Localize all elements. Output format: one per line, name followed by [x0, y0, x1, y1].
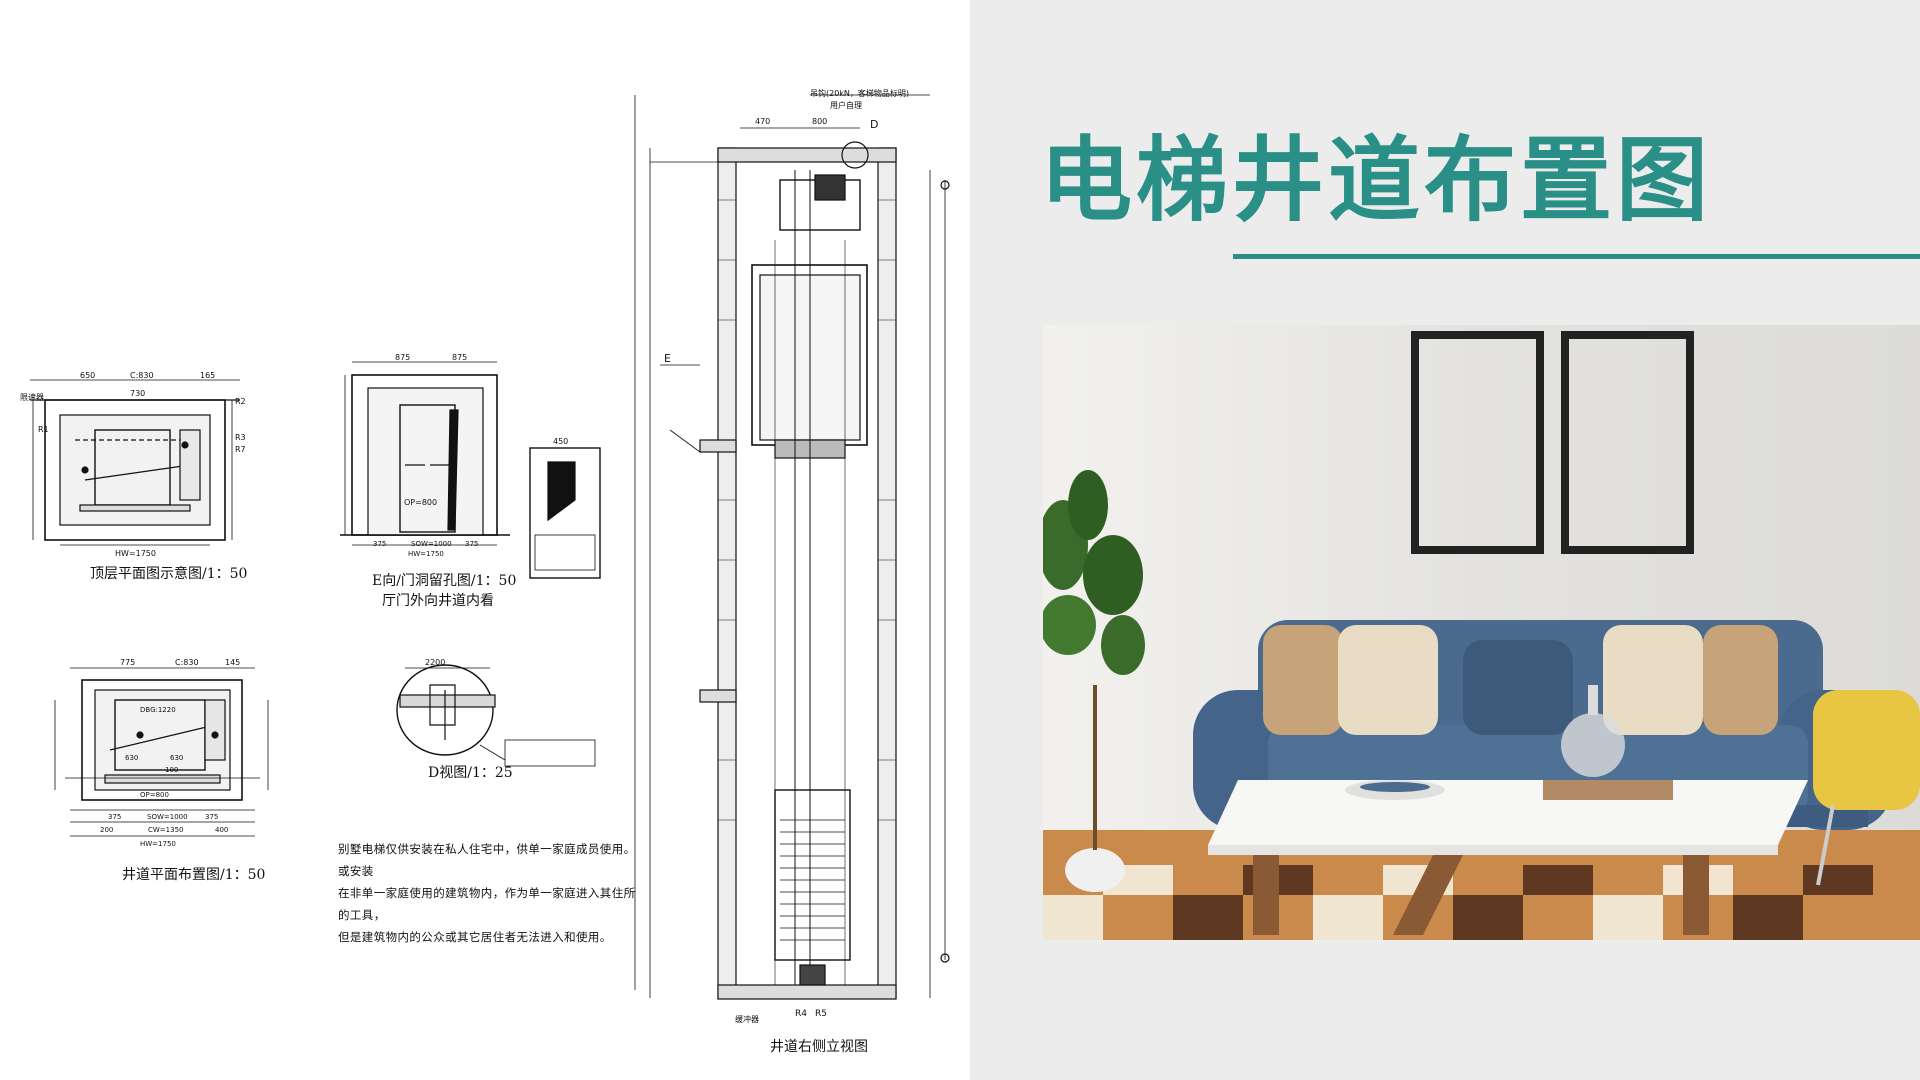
elevation-dim-470: 470 [755, 117, 770, 126]
shaft-dim-775: 775 [120, 658, 135, 667]
elevation-label-r4: R4 [795, 1009, 807, 1019]
shaft-elevation-diagram [634, 94, 950, 1000]
shaft-dim-375a: 375 [108, 813, 121, 821]
shaft-plan-caption: 井道平面布置图/1：50 [122, 867, 266, 883]
shaft-dim-c: C:830 [175, 658, 199, 667]
title-underline [1233, 254, 1920, 259]
door-opening-diagram [340, 361, 601, 579]
top-plan-label-r7: R7 [235, 445, 246, 454]
door-dim-op: OP=800 [404, 498, 437, 507]
living-room-photo [1043, 325, 1920, 940]
detail-d-diagram [396, 664, 596, 767]
elevation-label-r5: R5 [815, 1009, 827, 1019]
usage-note-line-1: 别墅电梯仅供安装在私人住宅中，供单一家庭成员使用。或安装 [338, 842, 636, 878]
shaft-dim-630b: 630 [170, 754, 183, 762]
shaft-dim-400: 400 [215, 826, 228, 834]
shaft-dim-200: 200 [100, 826, 113, 834]
top-plan-dim-1: 650 [80, 371, 95, 380]
shaft-dim-dbg: DBG:1220 [140, 706, 176, 714]
detail-d-caption: D视图/1：25 [428, 765, 513, 781]
usage-note-line-3: 但是建筑物内的公众或其它居住者无法进入和使用。 [338, 930, 612, 944]
shaft-dim-145: 145 [225, 658, 240, 667]
elevation-hook-note: 吊钩(20kN，客梯物品标明) [810, 88, 909, 98]
shaft-plan-diagram [54, 667, 269, 837]
door-dim-450: 450 [553, 437, 568, 446]
usage-note: 别墅电梯仅供安装在私人住宅中，供单一家庭成员使用。或安装 在非单一家庭使用的建筑… [338, 838, 638, 948]
elevation-label-buffer: 缓冲器 [735, 1014, 759, 1024]
top-plan-label-governor: 限速器 [20, 393, 44, 402]
top-plan-dim-2: C:830 [130, 371, 154, 380]
shaft-dim-100: 100 [165, 766, 178, 774]
elevation-caption: 井道右侧立视图 [770, 1039, 868, 1055]
detail-d-dim: 2200 [425, 658, 445, 667]
shaft-dim-630a: 630 [125, 754, 138, 762]
elevation-hook-note-2: 用户自理 [830, 100, 862, 110]
door-dim-375b: 375 [465, 540, 478, 548]
elevation-label-d: D [870, 118, 878, 131]
shaft-dim-sow: SOW=1000 [147, 813, 188, 821]
top-plan-label-r2: R2 [235, 397, 246, 406]
top-plan-label-r1: R1 [38, 425, 49, 434]
elevation-label-e: E [664, 352, 671, 365]
top-plan-caption: 顶层平面图示意图/1：50 [90, 566, 248, 582]
top-plan-dim-5: HW=1750 [115, 549, 156, 558]
top-plan-label-r3: R3 [235, 433, 246, 442]
door-dim-sow: SOW=1000 [411, 540, 452, 548]
door-opening-subcaption: 厅门外向井道内看 [382, 593, 494, 609]
top-plan-dim-4: 730 [130, 389, 145, 398]
usage-note-line-2: 在非单一家庭使用的建筑物内，作为单一家庭进入其住所的工具， [338, 886, 636, 922]
potted-plant [1043, 470, 1145, 892]
technical-drawing: 650 C:830 165 730 HW=1750 限速器 R1 R2 R3 R… [20, 88, 950, 1024]
door-dim-1: 875 [395, 353, 410, 362]
door-dim-hw: HW=1750 [408, 550, 444, 558]
shaft-dim-op: OP=800 [140, 791, 169, 799]
door-dim-2: 875 [452, 353, 467, 362]
door-dim-375a: 375 [373, 540, 386, 548]
elevation-dim-800: 800 [812, 117, 827, 126]
shaft-dim-cw: CW=1350 [148, 826, 184, 834]
top-plan-diagram [30, 379, 240, 546]
door-opening-caption: E向/门洞留孔图/1：50 [372, 573, 517, 589]
shaft-dim-hw: HW=1750 [140, 840, 176, 848]
top-plan-dim-3: 165 [200, 371, 215, 380]
shaft-dim-375b: 375 [205, 813, 218, 821]
slide-title: 电梯井道布置图 [1040, 127, 1713, 234]
